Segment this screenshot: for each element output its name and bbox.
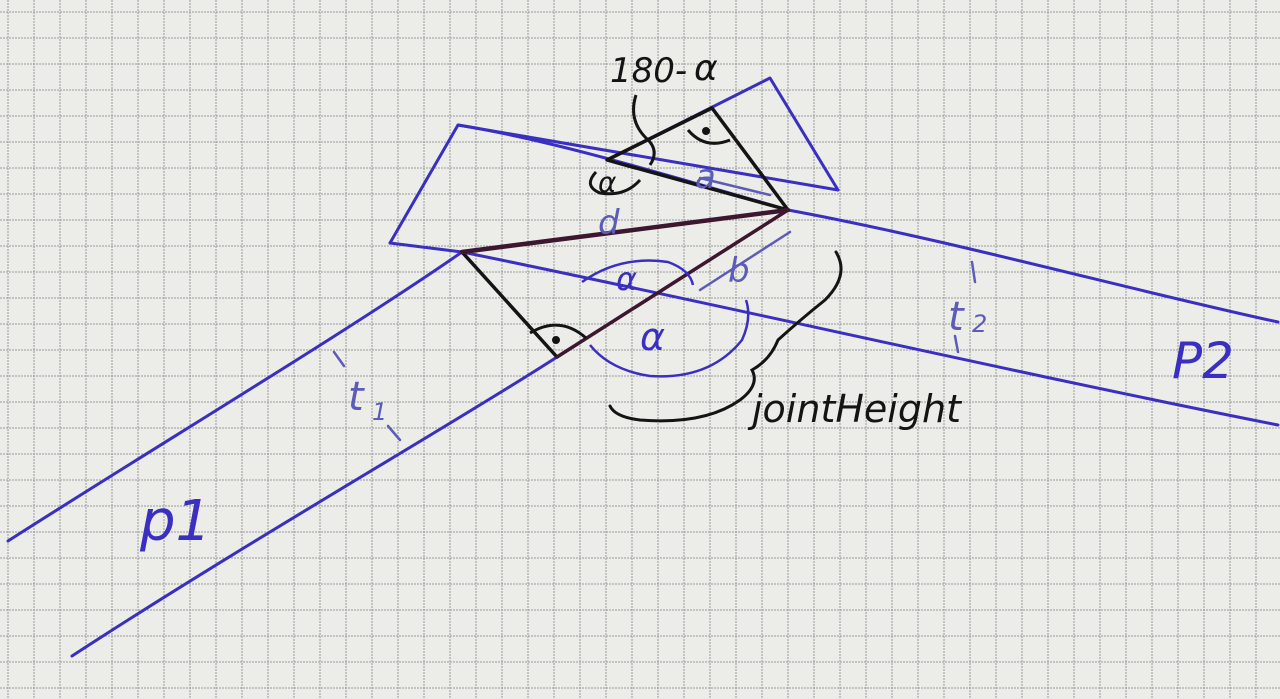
alpha-arc-large	[589, 299, 750, 378]
triangle-lower-left-leg	[460, 250, 559, 359]
label-a: a	[695, 157, 716, 197]
label-joint-height: jointHeight	[747, 387, 963, 431]
b-tick	[698, 230, 792, 292]
label-b: b	[728, 251, 750, 291]
alpha-arc-middle	[581, 259, 695, 286]
line-b	[555, 208, 790, 359]
label-d: d	[598, 203, 620, 243]
line-d	[459, 207, 791, 255]
right-angle-arc-bottom	[529, 323, 587, 340]
construction-lines	[459, 106, 791, 359]
plank-p1-outline	[6, 76, 840, 658]
label-alpha-middle: α	[616, 260, 637, 298]
p1-upper-edge	[6, 250, 464, 543]
t1-tick-top	[332, 350, 346, 368]
right-angle-marks	[529, 94, 731, 344]
t2-tick-top	[970, 260, 977, 284]
p2-end-cut	[388, 241, 464, 254]
label-p2: P2	[1172, 332, 1234, 390]
bracket-180-alpha	[632, 94, 656, 166]
label-t1-sub: 1	[372, 398, 387, 426]
alpha-angle-arcs	[581, 259, 750, 378]
right-angle-dot-top	[702, 127, 710, 135]
label-p1: p1	[139, 489, 211, 554]
p1-end-cut	[388, 76, 840, 245]
label-t1: t	[348, 374, 365, 420]
p2-upper-edge	[786, 208, 1280, 324]
label-t2-sub: 2	[972, 310, 987, 338]
right-angle-arc-top	[686, 128, 731, 145]
thickness-ticks	[332, 176, 977, 442]
p1-lower-edge	[70, 355, 559, 658]
label-angle-top: 180-	[610, 51, 687, 91]
diagram-labels: p1 P2 t 1 t 2 180- α α α α a b d jointHe…	[139, 48, 1234, 554]
right-angle-dot-bottom	[552, 336, 560, 344]
joint-height-brace	[608, 250, 843, 423]
t2-tick-bottom	[953, 334, 960, 354]
t1-tick-bottom	[386, 424, 402, 442]
label-angle-top-alpha: α	[694, 48, 718, 89]
a-tick	[698, 176, 772, 197]
label-alpha-lower: α	[640, 315, 665, 359]
p2-lower-edge	[460, 250, 1280, 427]
label-alpha-upper: α	[598, 166, 617, 199]
alpha-arc-small	[588, 170, 642, 196]
triangle-upper	[605, 106, 790, 212]
label-t2: t	[948, 294, 965, 340]
